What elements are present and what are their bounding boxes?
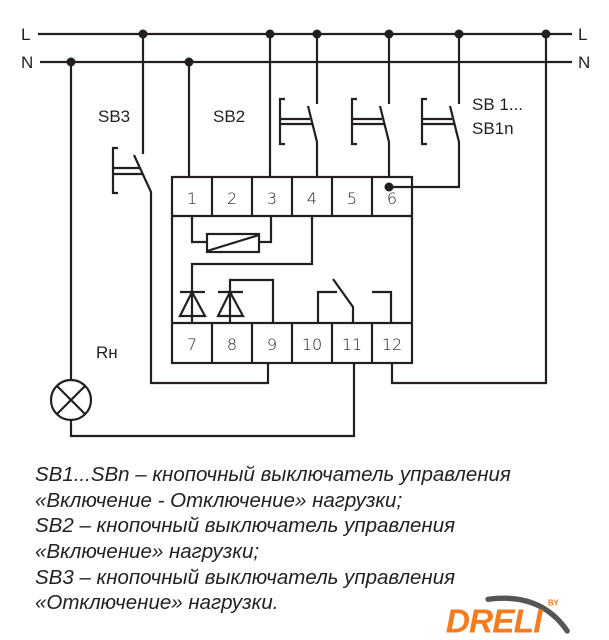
bus-label-n-right: N bbox=[578, 53, 590, 72]
dreli-logo: DRELI BY bbox=[440, 594, 580, 638]
terminal-11: 11 bbox=[342, 335, 362, 354]
terminal-7: 7 bbox=[187, 335, 197, 354]
legend: SB1...SBn – кнопочный выключатель управл… bbox=[35, 462, 511, 616]
lamp-icon bbox=[49, 378, 93, 422]
legend-line: SB2 – кнопочный выключатель управления bbox=[35, 514, 456, 538]
coil-icon bbox=[205, 232, 261, 254]
legend-line: SB1...SBn – кнопочный выключатель управл… bbox=[35, 463, 511, 486]
coil-wires bbox=[190, 216, 273, 244]
push-button-sb1 bbox=[350, 34, 391, 177]
push-button-sb3 bbox=[111, 34, 270, 385]
terminal-3: 3 bbox=[267, 189, 277, 208]
wire-diode-terminal-9 bbox=[228, 278, 275, 323]
label-sb1: SB 1... bbox=[472, 95, 523, 114]
terminal-12: 12 bbox=[382, 335, 402, 354]
label-load: Rн bbox=[96, 343, 118, 362]
bus-label-l-right: L bbox=[578, 25, 587, 44]
legend-line: SB3 – кнопочный выключатель управления bbox=[35, 565, 456, 589]
label-sb1n: SB1n bbox=[472, 119, 514, 138]
terminal-6: 6 bbox=[387, 189, 397, 208]
bus-label-l-left: L bbox=[21, 25, 30, 44]
diode-icon bbox=[178, 289, 207, 318]
bus-label-n-left: N bbox=[21, 53, 33, 72]
terminal-2: 2 bbox=[227, 189, 237, 208]
wire-terminal-12-l bbox=[390, 34, 548, 385]
terminal-4: 4 bbox=[307, 189, 317, 208]
push-button-sb2 bbox=[278, 34, 319, 177]
wire-terminal-4-diode bbox=[190, 216, 314, 323]
terminal-1: 1 bbox=[187, 189, 197, 208]
terminal-5: 5 bbox=[347, 189, 357, 208]
svg-text:BY: BY bbox=[548, 598, 560, 607]
terminal-8: 8 bbox=[227, 335, 237, 354]
terminal-10: 10 bbox=[302, 335, 322, 354]
terminal-9: 9 bbox=[267, 335, 277, 354]
legend-line: «Включение - Отключение» нагрузки; bbox=[35, 488, 403, 512]
push-button-sb1n bbox=[389, 34, 461, 189]
svg-text:DRELI: DRELI bbox=[446, 604, 543, 638]
label-sb3: SB3 bbox=[98, 107, 130, 126]
legend-line: «Включение» нагрузки; bbox=[35, 540, 260, 564]
relay-contact-icon bbox=[316, 278, 393, 323]
wire-load bbox=[69, 62, 356, 438]
legend-line: «Отключение» нагрузки. bbox=[35, 591, 279, 615]
diode-icon bbox=[216, 289, 245, 318]
logo-icon: DRELI BY bbox=[446, 595, 570, 638]
label-sb2: SB2 bbox=[213, 107, 245, 126]
